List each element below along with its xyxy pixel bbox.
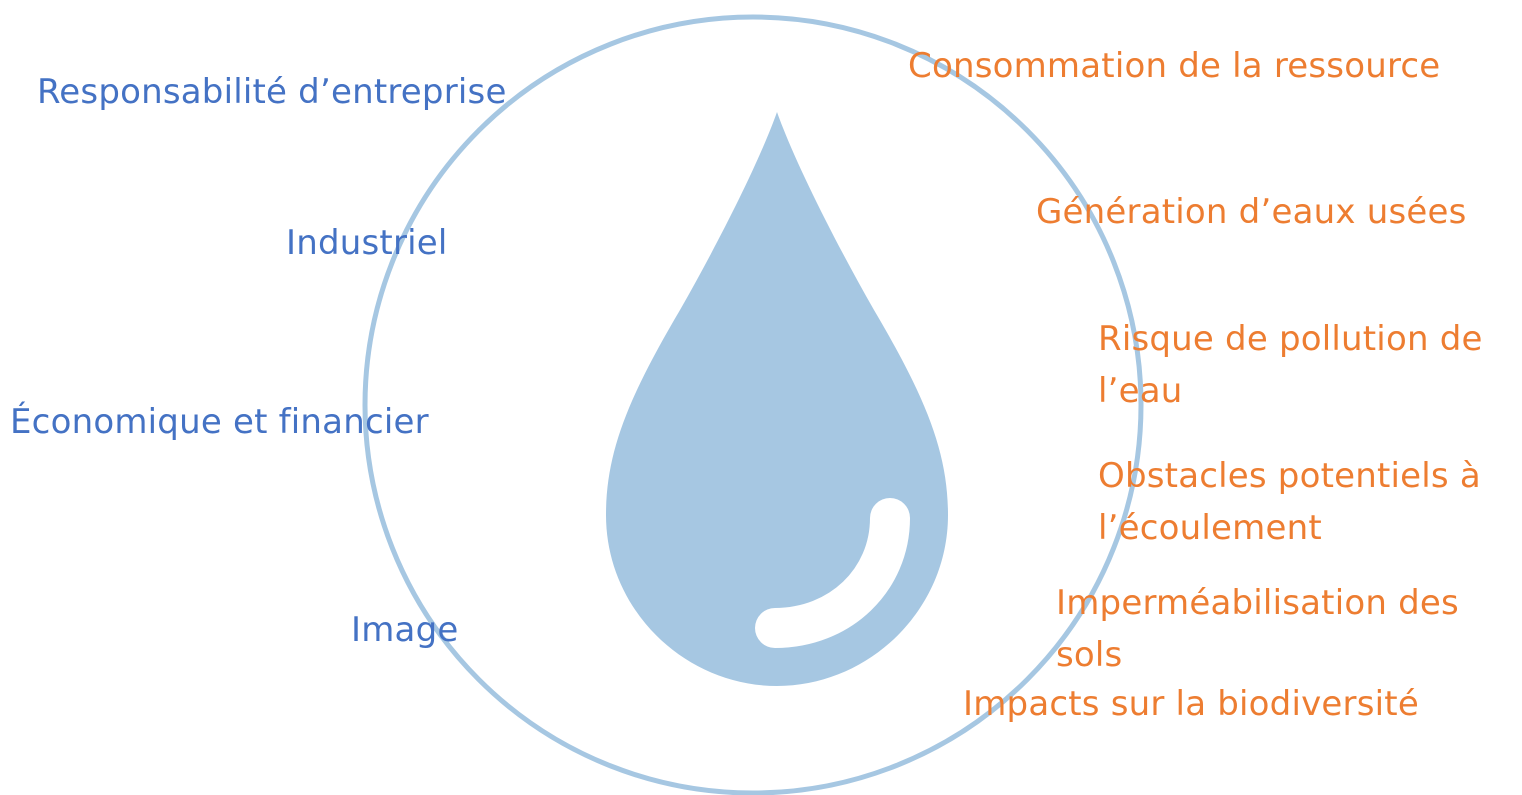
label-impacts-biodiversite: Impacts sur la biodiversité	[963, 684, 1419, 724]
label-impermeabilisation-sols-line1: Imperméabilisation des	[1056, 583, 1459, 623]
label-risque-pollution: Risque de pollution de l’eau	[1098, 313, 1483, 417]
water-drop-highlight	[755, 498, 910, 648]
label-generation-eaux-usees: Génération d’eaux usées	[1036, 192, 1467, 232]
label-obstacles-ecoulement-line2: l’écoulement	[1098, 508, 1322, 548]
label-risque-pollution-line2: l’eau	[1098, 371, 1183, 411]
label-economique-financier: Économique et financier	[10, 402, 429, 442]
label-image: Image	[351, 610, 459, 650]
water-drop-shape	[606, 112, 948, 686]
outer-circle	[362, 14, 1144, 795]
water-drop-icon	[606, 112, 948, 686]
label-industriel: Industriel	[286, 223, 448, 263]
label-risque-pollution-line1: Risque de pollution de	[1098, 319, 1483, 359]
label-responsabilite-entreprise: Responsabilité d’entreprise	[37, 72, 507, 112]
label-impermeabilisation-sols-line2: sols	[1056, 635, 1123, 675]
label-consommation-ressource: Consommation de la ressource	[908, 46, 1441, 86]
label-obstacles-ecoulement-line1: Obstacles potentiels à	[1098, 456, 1481, 496]
label-impermeabilisation-sols: Imperméabilisation des sols	[1056, 577, 1459, 681]
label-obstacles-ecoulement: Obstacles potentiels à l’écoulement	[1098, 450, 1481, 554]
